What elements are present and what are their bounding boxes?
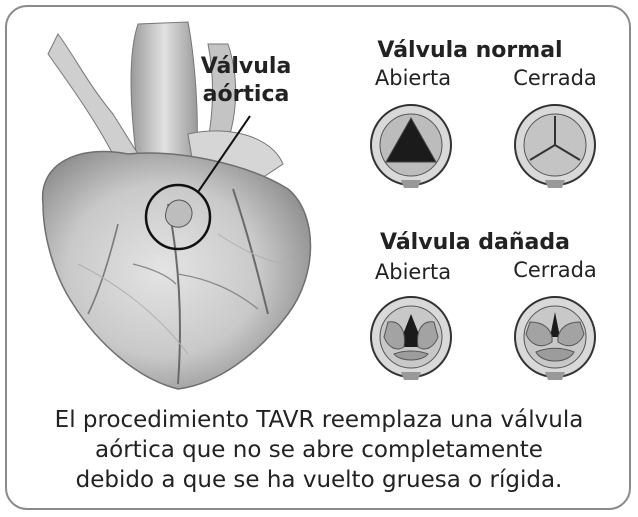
heart-illustration bbox=[41, 21, 312, 390]
caption-line-3: debido a que se ha vuelto gruesa o rígid… bbox=[75, 467, 563, 493]
caption-line-1: El procedimiento TAVR reemplaza una válv… bbox=[54, 407, 584, 433]
damaged-closed-valve bbox=[514, 296, 596, 380]
normal-open-label: Abierta bbox=[374, 66, 452, 90]
normal-closed-valve bbox=[514, 104, 596, 188]
caption-line-2: aórtica que no se abre completamente bbox=[95, 437, 543, 463]
normal-open-valve bbox=[370, 104, 452, 188]
damaged-closed-label: Cerrada bbox=[513, 258, 597, 282]
aortic-valve-label-line2: aórtica bbox=[202, 82, 290, 107]
aortic-valve-label-line1: Válvula bbox=[200, 54, 292, 79]
normal-closed-label: Cerrada bbox=[513, 66, 597, 90]
caption: El procedimiento TAVR reemplaza una válv… bbox=[20, 405, 618, 495]
damaged-open-label: Abierta bbox=[374, 260, 452, 284]
damaged-open-valve bbox=[370, 296, 452, 380]
normal-valve-title: Válvula normal bbox=[377, 38, 563, 63]
damaged-valve-title: Válvula dañada bbox=[380, 230, 570, 255]
